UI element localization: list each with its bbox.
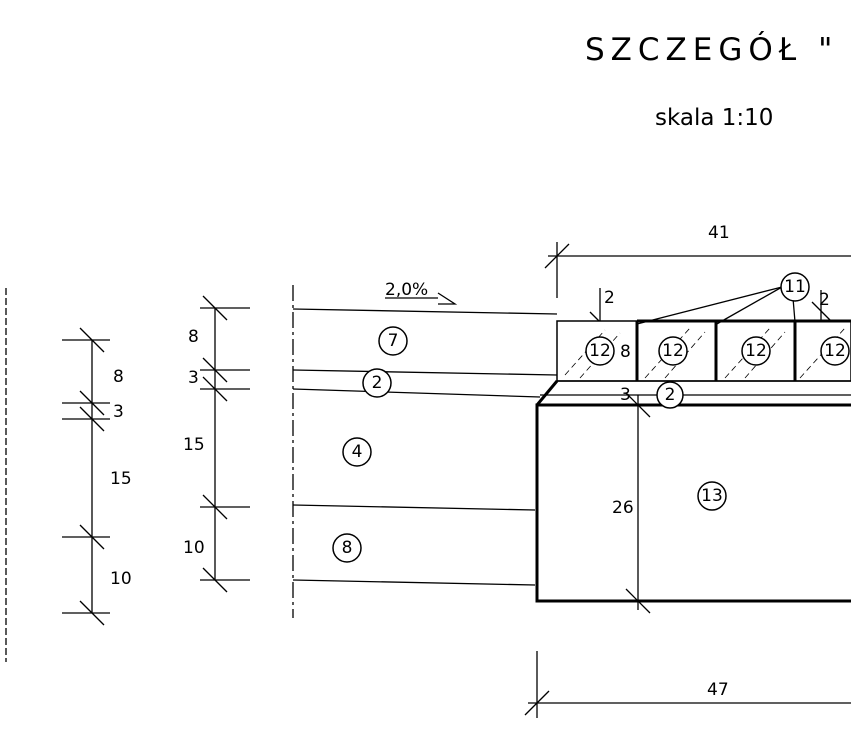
marker-13: 13 bbox=[697, 481, 727, 511]
middle-dimension-chain: 8 3 15 10 bbox=[183, 295, 250, 593]
marker-8: 8 bbox=[332, 533, 362, 563]
mid-dim-8: 8 bbox=[188, 327, 199, 347]
marker-12-block-2: 12 bbox=[658, 336, 688, 366]
drawing-title: SZCZEGÓŁ " bbox=[585, 31, 838, 68]
svg-text:11: 11 bbox=[784, 277, 806, 297]
marker-2-bedding: 2 bbox=[656, 381, 684, 409]
left-dim-8: 8 bbox=[113, 367, 124, 387]
svg-text:12: 12 bbox=[745, 341, 767, 361]
left-dimension-chain: 8 3 15 10 bbox=[62, 327, 132, 626]
paving-blocks bbox=[556, 319, 851, 382]
marker-12-block-3: 12 bbox=[741, 336, 771, 366]
marker-7: 7 bbox=[378, 326, 408, 356]
svg-text:8: 8 bbox=[342, 538, 353, 558]
pavement-layers bbox=[292, 308, 558, 586]
marker-4: 4 bbox=[342, 437, 372, 467]
slope-annotation: 2,0% bbox=[385, 280, 458, 305]
mid-dim-10: 10 bbox=[183, 538, 205, 558]
foundation-height-dim: 26 bbox=[612, 392, 651, 614]
svg-text:12: 12 bbox=[589, 341, 611, 361]
marker-2-pavement: 2 bbox=[362, 368, 392, 398]
left-dim-15: 15 bbox=[110, 469, 132, 489]
drawing-scale: skala 1:10 bbox=[655, 105, 773, 131]
svg-text:4: 4 bbox=[352, 442, 363, 462]
gap-right-label: 2 bbox=[819, 290, 830, 310]
gap-left-label: 2 bbox=[604, 288, 615, 308]
left-dim-10: 10 bbox=[110, 569, 132, 589]
width-bottom-label: 47 bbox=[707, 680, 729, 700]
marker-11-leaders bbox=[636, 286, 796, 326]
mid-dim-3: 3 bbox=[188, 368, 199, 388]
marker-12-block-4: 12 bbox=[820, 336, 850, 366]
bottom-width-dimension: 47 bbox=[524, 651, 851, 718]
mid-dim-15: 15 bbox=[183, 435, 205, 455]
svg-text:2: 2 bbox=[665, 385, 676, 405]
marker-12-block-1: 12 bbox=[585, 336, 615, 366]
marker-11: 11 bbox=[780, 272, 810, 302]
svg-text:12: 12 bbox=[662, 341, 684, 361]
svg-text:2: 2 bbox=[372, 373, 383, 393]
svg-text:12: 12 bbox=[824, 341, 846, 361]
top-width-dimension: 41 bbox=[544, 223, 851, 298]
slope-label: 2,0% bbox=[385, 280, 428, 300]
width-top-label: 41 bbox=[708, 223, 730, 243]
foundation-height-label: 26 bbox=[612, 498, 634, 518]
block-height-label: 8 bbox=[620, 342, 631, 362]
bedding-label: 3 bbox=[620, 385, 631, 405]
concrete-foundation bbox=[535, 380, 851, 603]
svg-text:13: 13 bbox=[701, 486, 723, 506]
left-dim-3: 3 bbox=[113, 402, 124, 422]
svg-text:7: 7 bbox=[388, 331, 399, 351]
